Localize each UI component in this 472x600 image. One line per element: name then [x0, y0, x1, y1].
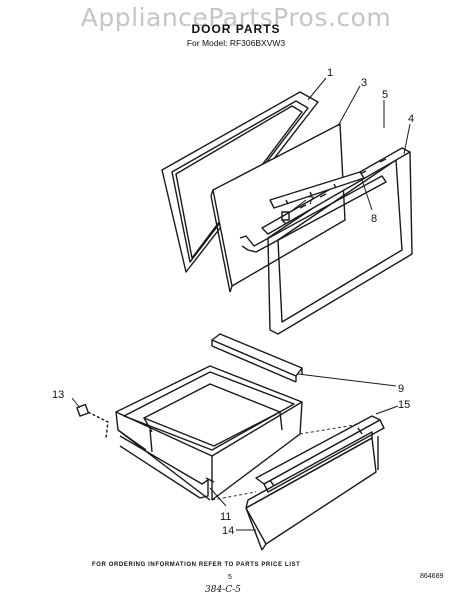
callout-15: 15: [398, 399, 410, 411]
callout-labels: 1 3 5 4 7 8 9 13 15 11 14: [52, 67, 414, 537]
part-1-outer-door-frame: [161, 91, 319, 273]
diagram-number: 864689: [420, 573, 444, 580]
callout-4: 4: [408, 113, 414, 125]
callout-5: 5: [382, 89, 388, 101]
leader-lines: [71, 77, 411, 531]
callout-14: 14: [222, 525, 234, 537]
part-11-rail: [119, 435, 215, 499]
callout-1: 1: [327, 67, 333, 79]
part-9-bar: [211, 333, 303, 383]
hinge-rod: [239, 175, 387, 253]
callout-3: 3: [361, 77, 367, 89]
callout-7: 7: [308, 195, 314, 207]
part-8-trim-strip: [269, 171, 365, 209]
part-13-clip: [76, 403, 109, 439]
ordering-note: FOR ORDERING INFORMATION REFER TO PARTS …: [92, 562, 301, 568]
callout-11: 11: [220, 511, 231, 523]
model-subtitle: For Model: RF306BXVW3: [186, 38, 286, 48]
page-number: 5: [228, 574, 232, 581]
callout-8: 8: [371, 213, 377, 225]
drawer-body: [115, 365, 303, 501]
callout-9: 9: [398, 383, 404, 395]
handwritten-note: 384-C-5: [205, 585, 241, 595]
diagram-title: DOOR PARTS: [191, 22, 281, 36]
part-7-bracket: [281, 211, 290, 225]
watermark: AppliancePartsPros.com: [80, 3, 392, 32]
part-14-drawer-front: [245, 431, 379, 551]
callout-13: 13: [52, 389, 64, 401]
